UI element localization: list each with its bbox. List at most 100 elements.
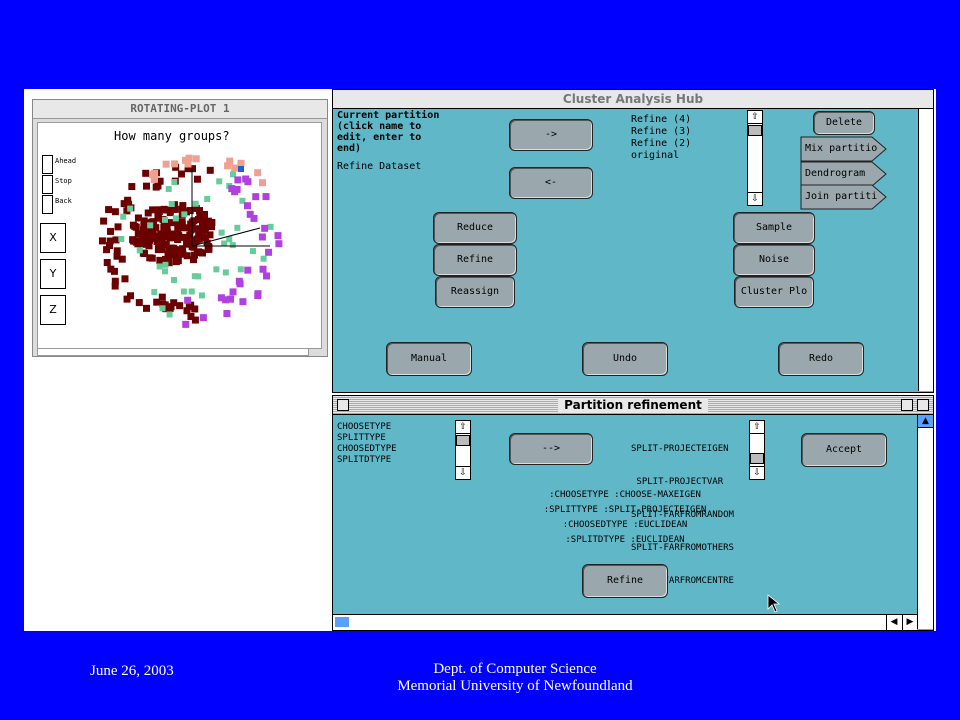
z-axis-button[interactable]: Z	[40, 295, 66, 325]
list-item[interactable]: SPLIT-FARFROMRANDOM	[631, 510, 734, 520]
x-axis-button[interactable]: X	[40, 223, 66, 253]
back-checkbox[interactable]	[42, 195, 53, 214]
scatter-point	[229, 242, 236, 249]
scroll-down-icon[interactable]: ⇩	[456, 466, 470, 479]
setting-line: :CHOOSETYPE :CHOOSE-MAXEIGEN	[549, 490, 701, 500]
scatter-point	[213, 266, 220, 273]
footer-dept: Dept. of Computer Science	[433, 661, 597, 677]
option-list-scrollbar[interactable]: ⇧ ⇩	[455, 420, 471, 480]
scatter-point	[111, 277, 119, 285]
list-item[interactable]: Refine (2)	[631, 138, 692, 149]
zoom-box-icon[interactable]	[901, 399, 913, 411]
scatter-point	[132, 238, 140, 246]
scatter-point	[166, 305, 174, 313]
noise-button[interactable]: Noise	[733, 244, 815, 276]
scatter-point	[156, 256, 164, 264]
reduce-button[interactable]: Reduce	[433, 212, 517, 244]
scatter-point	[187, 226, 195, 234]
mouse-pointer-icon	[767, 594, 781, 613]
stop-checkbox[interactable]	[42, 175, 53, 194]
scatter-point	[179, 245, 187, 253]
manual-button[interactable]: Manual	[386, 342, 472, 376]
scatter-point	[189, 238, 197, 246]
ahead-checkbox[interactable]	[42, 155, 53, 174]
redo-button[interactable]: Redo	[778, 342, 864, 376]
scatter-point	[183, 240, 191, 248]
scatter-point	[154, 182, 162, 190]
scatter-point	[170, 244, 178, 252]
list-item[interactable]: SPLIT-FARFROMCENTRE	[631, 576, 734, 586]
sample-button[interactable]: Sample	[733, 212, 815, 244]
refine-submit-button[interactable]: Refine	[582, 564, 668, 598]
reassign-button[interactable]: Reassign	[435, 276, 515, 308]
refinement-horizontal-scrollbar[interactable]: ◀ ▶	[333, 614, 917, 630]
scatter-point	[204, 217, 212, 225]
list-item[interactable]: original	[631, 150, 680, 161]
scatter-point	[237, 266, 244, 273]
dataset-name[interactable]: Refine Dataset	[337, 161, 422, 172]
list-item[interactable]: SPLITDTYPE	[337, 455, 392, 465]
current-partition-line: end)	[337, 143, 362, 154]
scatter-point	[110, 267, 118, 275]
scatter-point	[152, 224, 160, 232]
scroll-left-icon[interactable]: ◀	[886, 615, 901, 630]
scatter-point	[250, 214, 258, 222]
undo-button[interactable]: Undo	[582, 342, 668, 376]
delete-button[interactable]: Delete	[813, 111, 875, 135]
scatter-point	[158, 293, 166, 301]
partition-list: Refine (4) Refine (3) Refine (2) origina…	[631, 114, 691, 162]
scatter-point	[265, 248, 273, 256]
method-list-scrollbar[interactable]: ⇧ ⇩	[749, 420, 765, 480]
scatter-point	[199, 230, 207, 238]
accept-button[interactable]: Accept	[801, 433, 887, 467]
scatter-point	[194, 216, 202, 224]
scroll-up-icon[interactable]: ▲	[918, 415, 933, 428]
scatter-point	[181, 211, 188, 218]
rotating-plot-canvas: How many groups? Ahead Stop Back X Y Z	[37, 122, 322, 349]
list-item[interactable]: SPLIT-PROJECTVAR	[631, 477, 724, 487]
y-axis-button[interactable]: Y	[40, 259, 66, 289]
scatter-point	[129, 236, 137, 244]
scroll-down-icon[interactable]: ⇩	[748, 192, 762, 205]
scatter-point	[103, 259, 111, 267]
refine-button[interactable]: Refine	[433, 244, 517, 276]
scroll-up-icon[interactable]: ⇧	[456, 421, 470, 434]
refinement-vertical-scrollbar[interactable]: ▲	[917, 415, 933, 629]
list-item[interactable]: Refine (4)	[631, 114, 692, 125]
scatter-point	[260, 255, 267, 262]
scatter-point	[98, 237, 106, 245]
cluster-plot-button[interactable]: Cluster Plo	[734, 276, 814, 308]
collapse-box-icon[interactable]	[917, 399, 929, 411]
list-item[interactable]: CHOOSETYPE	[337, 422, 392, 432]
apply-option-button[interactable]: -->	[509, 433, 593, 465]
move-left-button[interactable]: <-	[509, 167, 593, 199]
scroll-up-icon[interactable]: ⇧	[750, 421, 764, 434]
dendrogram-tag[interactable]	[800, 161, 888, 187]
scroll-right-icon[interactable]: ▶	[902, 615, 917, 630]
close-box-icon[interactable]	[337, 399, 349, 411]
scroll-down-icon[interactable]: ⇩	[750, 466, 764, 479]
list-item[interactable]: SPLIT-PROJECTEIGEN	[631, 444, 729, 454]
scroll-thumb[interactable]	[748, 125, 762, 136]
list-item[interactable]: CHOOSEDTYPE	[337, 444, 397, 454]
move-right-button[interactable]: ->	[509, 119, 593, 151]
scatter-point	[168, 201, 175, 208]
scatter-point	[187, 301, 195, 309]
rotating-plot-scrollbar[interactable]	[37, 348, 309, 356]
mix-partitions-tag[interactable]	[800, 136, 888, 162]
list-item[interactable]: SPLITTYPE	[337, 433, 386, 443]
hub-right-scrollbar[interactable]	[918, 109, 933, 391]
list-item[interactable]: Refine (3)	[631, 126, 692, 137]
scroll-thumb[interactable]	[750, 453, 764, 464]
scroll-up-icon[interactable]: ⇧	[748, 111, 762, 124]
join-partitions-tag[interactable]	[800, 184, 888, 210]
list-item[interactable]: SPLIT-FARFROMOTHERS	[631, 543, 734, 553]
scatter-point	[120, 213, 127, 220]
scatter-point	[166, 209, 174, 217]
scroll-thumb[interactable]	[456, 435, 470, 446]
scatter-point	[150, 175, 158, 183]
partition-list-scrollbar[interactable]: ⇧ ⇩	[747, 110, 763, 206]
scroll-thumb[interactable]	[335, 617, 349, 627]
scatter-point	[246, 210, 254, 218]
scatter-point	[149, 218, 157, 226]
